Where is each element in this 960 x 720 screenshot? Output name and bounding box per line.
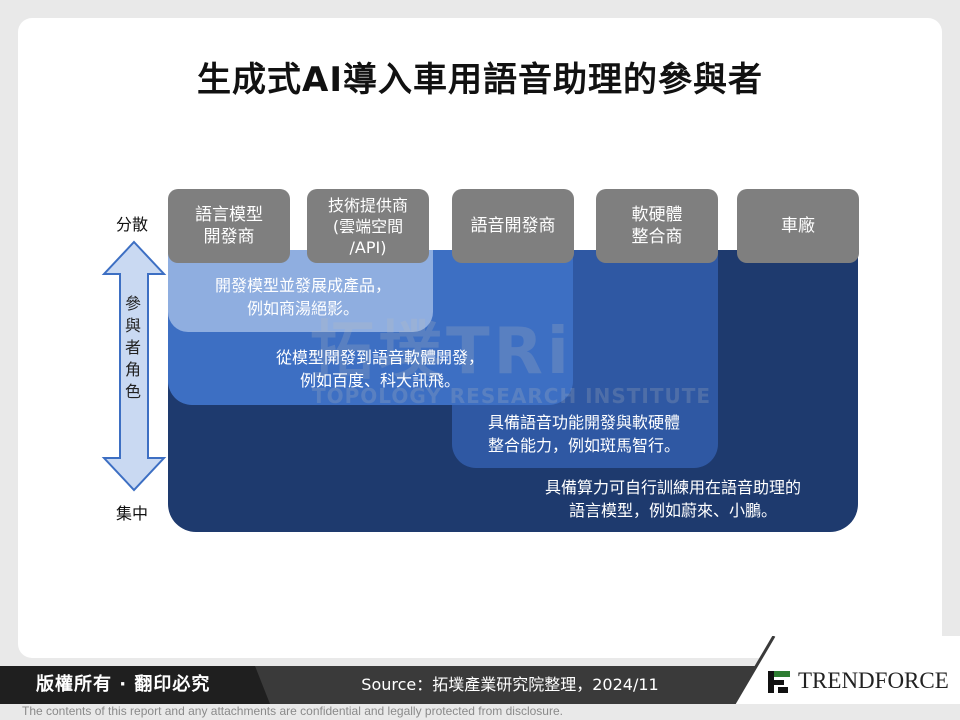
logo-panel [734,636,960,704]
page-title: 生成式AI導入車用語音助理的參與者 [197,60,763,100]
confidentiality-disclaimer: The contents of this report and any atta… [22,704,563,718]
copyright-notice: 版權所有 · 翻印必究 [36,674,211,695]
category-language-model-developer: 語言模型 開發商 [168,189,290,263]
footer-left-shape [0,666,270,704]
description-hw-sw-integrator: 具備語音功能開發與軟硬體 整合能力，例如斑馬智行。 [487,413,680,455]
axis-participant-role-label: 參 與 者 角 色 [115,293,151,403]
description-tech-provider: 從模型開發到語音軟體開發， 例如百度、科大訊飛。 [275,348,484,390]
axis-char: 參 [124,294,141,313]
region-language-model [168,250,433,332]
category-car-oem: 車廠 [737,189,859,263]
axis-char: 與 [124,316,141,335]
trendforce-logo-icon [768,671,790,693]
axis-char: 角 [124,360,141,379]
axis-char: 色 [124,382,141,401]
description-language-model: 開發模型並發展成產品， 例如商湯絕影。 [214,276,391,318]
category-hw-sw-integrator: 軟硬體 整合商 [596,189,718,263]
double-arrow-icon [101,240,167,492]
trendforce-logo-text: TRENDFORCE [798,668,949,693]
axis-top-label: 分散 [116,215,149,234]
axis-char: 者 [124,338,141,357]
axis-bottom-label: 集中 [116,504,149,523]
category-tech-provider: 技術提供商 (雲端空間 /API) [307,189,429,263]
category-voice-developer: 語音開發商 [452,189,574,263]
description-car-oem: 具備算力可自行訓練用在語音助理的 語言模型，例如蔚來、小鵬。 [544,478,801,520]
source-citation: Source：拓墣產業研究院整理，2024/11 [361,675,659,694]
